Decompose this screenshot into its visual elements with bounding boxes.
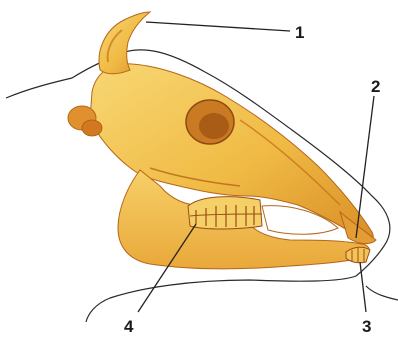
incisor-teeth (346, 247, 370, 263)
label-incisive-bone: 2 (371, 77, 380, 96)
orbit-inner (199, 113, 229, 139)
leader-line-1 (146, 22, 290, 31)
label-molar-teeth: 4 (124, 317, 134, 336)
horn-core (99, 12, 150, 74)
label-incisor-teeth: 3 (362, 317, 371, 336)
label-horn-core: 1 (295, 23, 304, 42)
molar-teeth (188, 197, 262, 229)
leader-line-2 (356, 96, 374, 238)
occipital-condyle-lower (82, 120, 102, 136)
lower-neck-outline (366, 286, 398, 300)
